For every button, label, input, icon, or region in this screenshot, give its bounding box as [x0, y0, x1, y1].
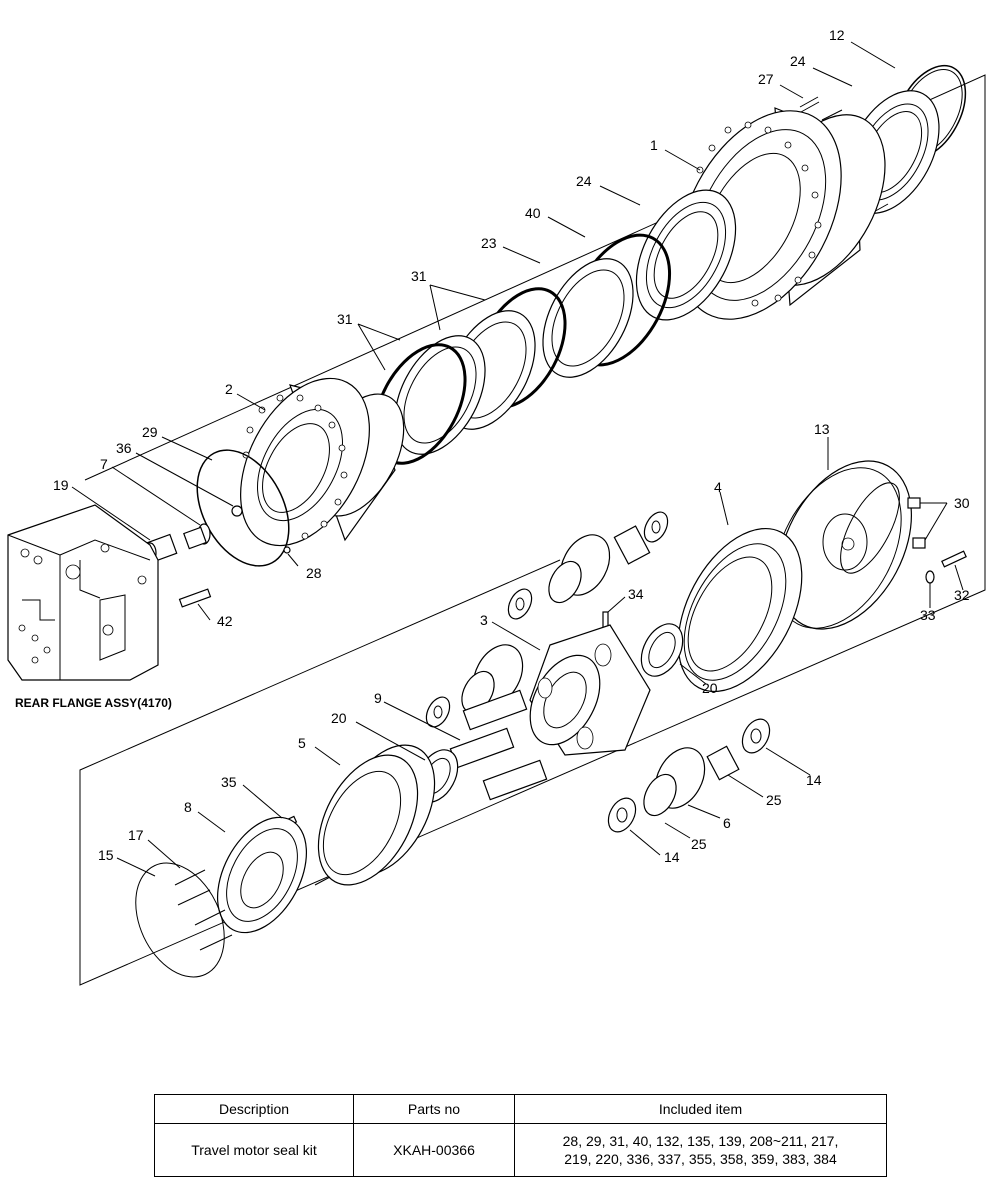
table-header-row: Description Parts no Included item	[154, 1094, 887, 1124]
part-4-ring-gear	[677, 527, 803, 693]
part-5-ring-gear	[317, 744, 436, 886]
callout-31-upper: 31	[411, 268, 427, 284]
callout-12: 12	[829, 27, 845, 43]
part-20-upper-thrust-plate	[640, 623, 684, 677]
callout-2: 2	[225, 381, 233, 397]
rear-flange-caption: REAR FLANGE ASSY(4170)	[15, 696, 172, 710]
callout-24-lower: 24	[576, 173, 592, 189]
callout-34: 34	[628, 586, 644, 602]
callout-19: 19	[53, 477, 69, 493]
callout-17: 17	[128, 827, 144, 843]
cell-description: Travel motor seal kit	[154, 1123, 354, 1177]
callout-labels: 12 24 27 1 24 40 23 31 31 2 29 36 7 19 2…	[53, 27, 970, 865]
part-23-seal	[542, 258, 634, 378]
seal-kit-table: Description Parts no Included item Trave…	[154, 1094, 887, 1177]
part-6-planet-gear	[643, 747, 706, 817]
part-15-plate	[135, 862, 225, 978]
table-row: Travel motor seal kit XKAH-00366 28, 29,…	[154, 1123, 887, 1177]
callout-13: 13	[814, 421, 830, 437]
callout-27: 27	[758, 71, 774, 87]
part-washers-middle	[425, 511, 669, 728]
callout-15: 15	[98, 847, 114, 863]
callout-8: 8	[184, 799, 192, 815]
callout-6: 6	[723, 815, 731, 831]
part-3-carrier	[529, 624, 651, 756]
callout-25-upper: 25	[766, 792, 782, 808]
part-30-plugs	[907, 497, 926, 549]
callout-31-lower: 31	[337, 311, 353, 327]
callout-29: 29	[142, 424, 158, 440]
callout-25-lower: 25	[691, 836, 707, 852]
included-line-1: 28, 29, 31, 40, 132, 135, 139, 208~211, …	[562, 1133, 839, 1149]
part-24-lower-bearing	[635, 189, 737, 321]
part-14-thrust-washers	[607, 718, 771, 833]
header-parts-no: Parts no	[353, 1094, 515, 1124]
cell-parts-no: XKAH-00366	[353, 1123, 515, 1177]
callout-36: 36	[116, 440, 132, 456]
part-7-spring	[183, 523, 211, 550]
callout-3: 3	[480, 612, 488, 628]
callout-35: 35	[221, 774, 237, 790]
header-included-item: Included item	[514, 1094, 887, 1124]
callout-32: 32	[954, 587, 970, 603]
rear-flange-assembly	[7, 504, 159, 681]
exploded-parts-diagram: REAR FLANGE ASSY(4170)	[7, 27, 986, 986]
part-42-pin	[178, 588, 212, 608]
callout-28: 28	[306, 565, 322, 581]
callout-33: 33	[920, 607, 936, 623]
callout-30: 30	[954, 495, 970, 511]
callout-23: 23	[481, 235, 497, 251]
callout-42: 42	[217, 613, 233, 629]
part-13-cover	[774, 460, 912, 630]
callout-20-upper: 20	[702, 680, 718, 696]
callout-1: 1	[650, 137, 658, 153]
part-32-bolt	[941, 550, 967, 568]
callout-14-right: 14	[806, 772, 822, 788]
part-25-needle-bearings	[706, 745, 740, 781]
callout-20-lower: 20	[331, 710, 347, 726]
part-36-ball	[231, 505, 243, 517]
callout-7: 7	[100, 456, 108, 472]
included-line-2: 219, 220, 336, 337, 355, 358, 359, 383, …	[564, 1151, 837, 1167]
callout-14-left: 14	[664, 849, 680, 865]
callout-40: 40	[525, 205, 541, 221]
header-description: Description	[154, 1094, 354, 1124]
leader-lines	[71, 41, 964, 877]
part-8-sprocket	[216, 816, 308, 934]
part-28-plug	[283, 546, 291, 554]
part-31-lower-seal	[373, 335, 486, 465]
callout-24-upper: 24	[790, 53, 806, 69]
cell-included-item: 28, 29, 31, 40, 132, 135, 139, 208~211, …	[514, 1123, 887, 1177]
callout-9: 9	[374, 690, 382, 706]
callout-5: 5	[298, 735, 306, 751]
part-2-spindle	[240, 377, 405, 547]
part-33-washer	[925, 570, 935, 584]
callout-4: 4	[714, 479, 722, 495]
